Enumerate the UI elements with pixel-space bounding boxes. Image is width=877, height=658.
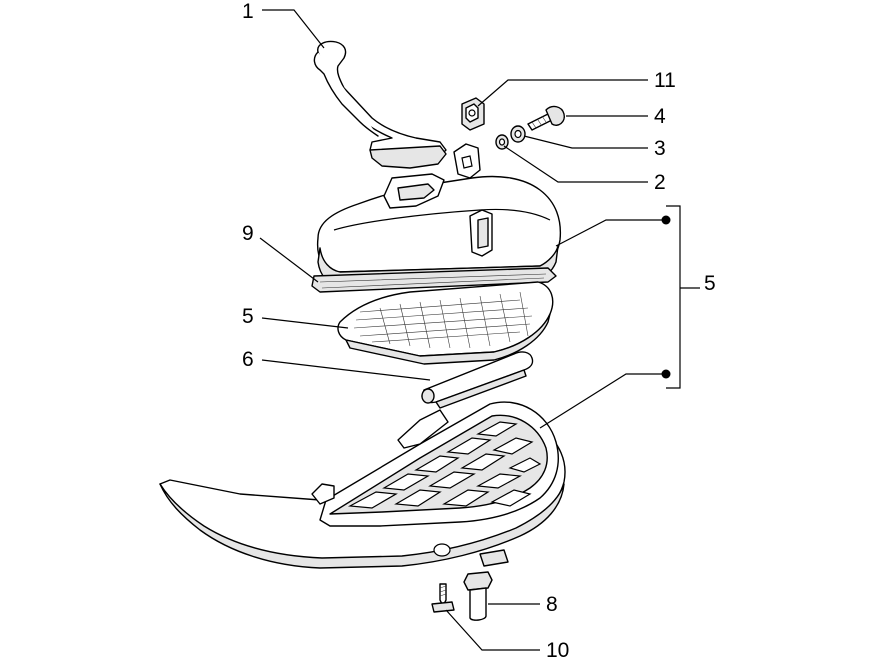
- leader-2: [503, 145, 648, 183]
- leader-5-element: [261, 317, 349, 329]
- screw-part: [527, 105, 566, 131]
- callout-11: 11: [654, 69, 676, 92]
- callout-6: 6: [242, 348, 254, 371]
- callout-8: 8: [546, 593, 558, 616]
- leader-9: [259, 237, 319, 283]
- filter-mesh: [353, 291, 533, 349]
- leader-10: [445, 609, 540, 651]
- leader-base: [539, 373, 662, 429]
- callout-5-group: 5: [704, 272, 716, 295]
- callout-3: 3: [654, 137, 666, 160]
- leader-1: [262, 9, 325, 49]
- callout-2: 2: [654, 171, 666, 194]
- bracket-dot-top: [661, 215, 671, 225]
- leader-6: [261, 359, 431, 381]
- spacer-part: [495, 134, 509, 150]
- callout-9: 9: [242, 222, 254, 245]
- leader-cover: [555, 219, 662, 247]
- leader-lines: [259, 9, 700, 651]
- leader-11: [477, 79, 648, 107]
- tray-grid: [347, 421, 542, 509]
- filter-housing-base-part: [159, 401, 566, 569]
- callout-4: 4: [654, 105, 666, 128]
- leader-3: [523, 135, 648, 149]
- tapping-screw-part: [431, 583, 455, 613]
- callout-10: 10: [546, 639, 569, 658]
- callout-5: 5: [242, 305, 254, 328]
- gasket-part: [311, 267, 557, 293]
- callout-1: 1: [242, 0, 254, 23]
- drain-plug-part: [463, 571, 493, 621]
- filter-housing-cover-part: [316, 143, 562, 287]
- bracket-dot-bottom: [661, 369, 671, 379]
- filter-element-part: [337, 281, 554, 365]
- group-bracket: [666, 205, 700, 389]
- clip-nut-part: [461, 97, 485, 131]
- connector-tube-part: [421, 351, 534, 409]
- intake-duct-part: [313, 40, 447, 169]
- washer-part: [510, 125, 526, 143]
